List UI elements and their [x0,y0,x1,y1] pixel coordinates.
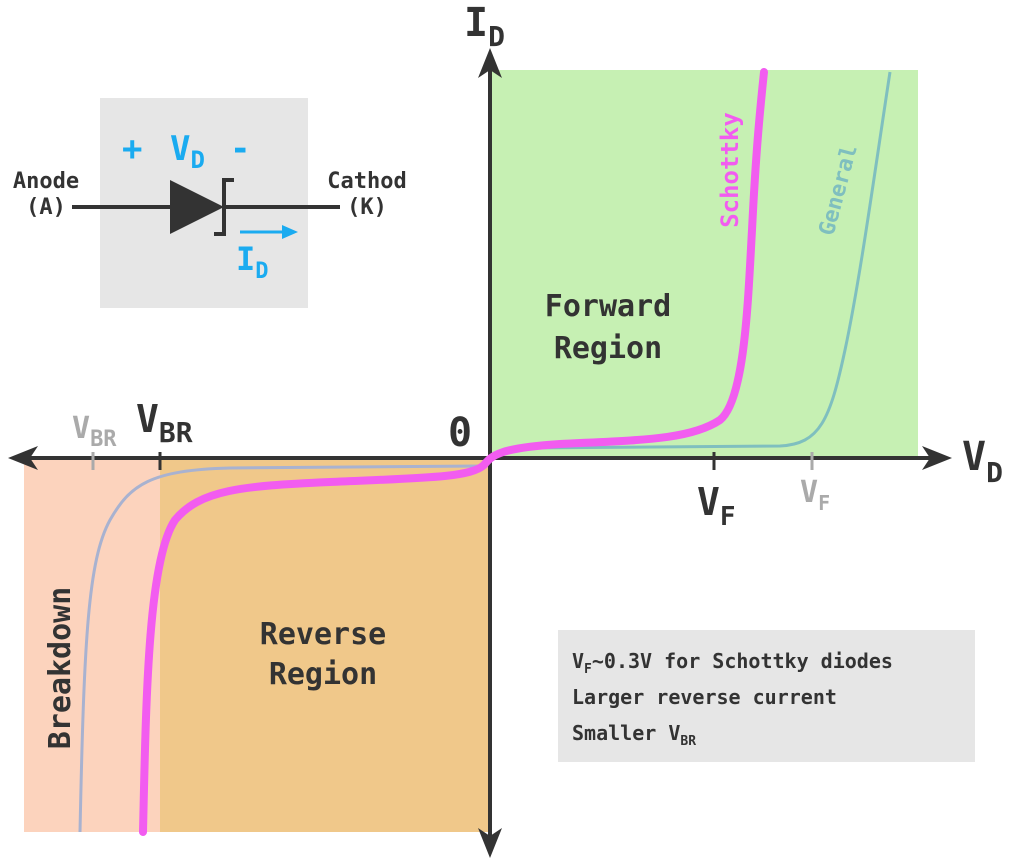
cathode-pin-label: (K) [347,195,387,220]
anode-pin-label: (A) [26,195,66,220]
schottky-curve [139,68,768,836]
note-line-1: VF~0.3V for Schottky diodes [572,649,893,677]
diode-triangle-icon [170,180,224,234]
reverse-region [160,458,490,832]
vbr-general-label: VBR [72,411,117,452]
schottky-curve-label: Schottky [716,112,744,228]
x-axis-label: VD [962,434,1003,489]
forward-region-label-2: Region [554,331,662,366]
breakdown-region [24,458,160,832]
current-arrowhead-icon [282,225,298,239]
breakdown-label: Breakdown [43,587,78,750]
vd-label: VD [170,129,205,174]
diode-schematic [72,178,340,239]
general-curve-reverse [78,464,481,833]
anode-label: Anode [13,169,79,194]
vf-general-label: VF [800,475,830,515]
note-line-2: Larger reverse current [572,685,837,709]
note-line-3: Smaller VBR [572,721,696,749]
cathode-label: Cathod [327,169,406,194]
reverse-region-label: Reverse [260,617,386,652]
vd-minus-label: - [230,129,250,169]
y-axis-label: ID [464,0,505,53]
notes-panel [558,630,975,762]
origin-label: 0 [448,410,472,456]
schottky-bar-icon [214,178,234,236]
x-axis [8,446,952,470]
y-axis [478,48,502,858]
forward-region-label: Forward [545,289,671,324]
id-label: ID [236,240,269,284]
forward-region [490,70,918,458]
vd-plus-label: + [122,129,142,169]
reverse-region-label-2: Region [269,657,377,692]
vf-schottky-label: VF [697,480,736,532]
vbr-schottky-label: VBR [136,397,193,449]
